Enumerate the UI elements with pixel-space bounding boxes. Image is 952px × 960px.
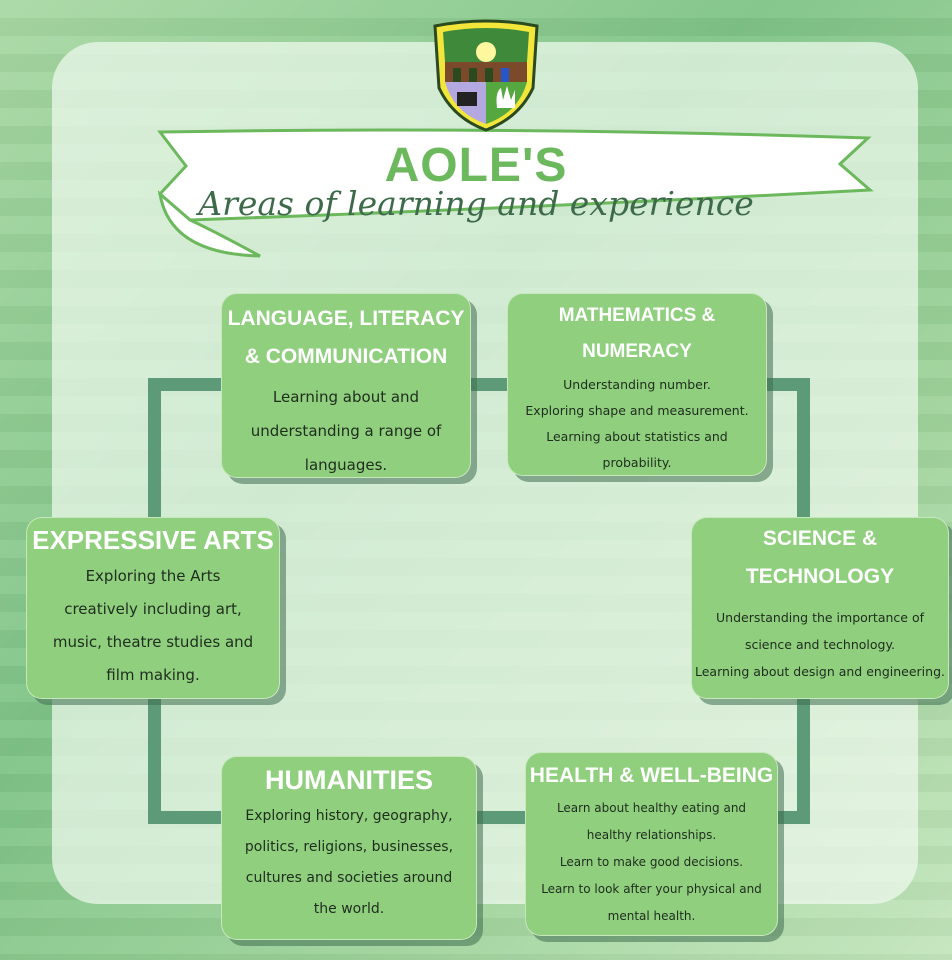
area-title: EXPRESSIVE ARTS [32,525,274,555]
area-science-technology: SCIENCE &TECHNOLOGY Understanding the im… [691,517,949,699]
area-language-literacy-communication: LANGUAGE, LITERACY& COMMUNICATION Learni… [221,293,471,478]
area-title: HEALTH & WELL-BEING [529,764,774,787]
area-title: HUMANITIES [265,765,433,795]
area-mathematics-numeracy: MATHEMATICS &NUMERACY Understanding numb… [507,293,767,476]
area-health-well-being: HEALTH & WELL-BEING Learn about healthy … [525,752,778,936]
page-subtitle: Areas of learning and experience [198,184,754,223]
area-description: Understanding number.Exploring shape and… [525,377,749,470]
area-title: SCIENCE &TECHNOLOGY [745,527,895,588]
area-humanities: HUMANITIES Exploring history, geography,… [221,756,477,940]
title-banner [157,128,874,258]
school-crest-icon [433,19,539,132]
area-description: Exploring history, geography,politics, r… [244,808,454,917]
area-title: LANGUAGE, LITERACY& COMMUNICATION [227,307,465,368]
page-title: AOLE'S [384,139,568,192]
area-title: MATHEMATICS &NUMERACY [558,305,716,362]
